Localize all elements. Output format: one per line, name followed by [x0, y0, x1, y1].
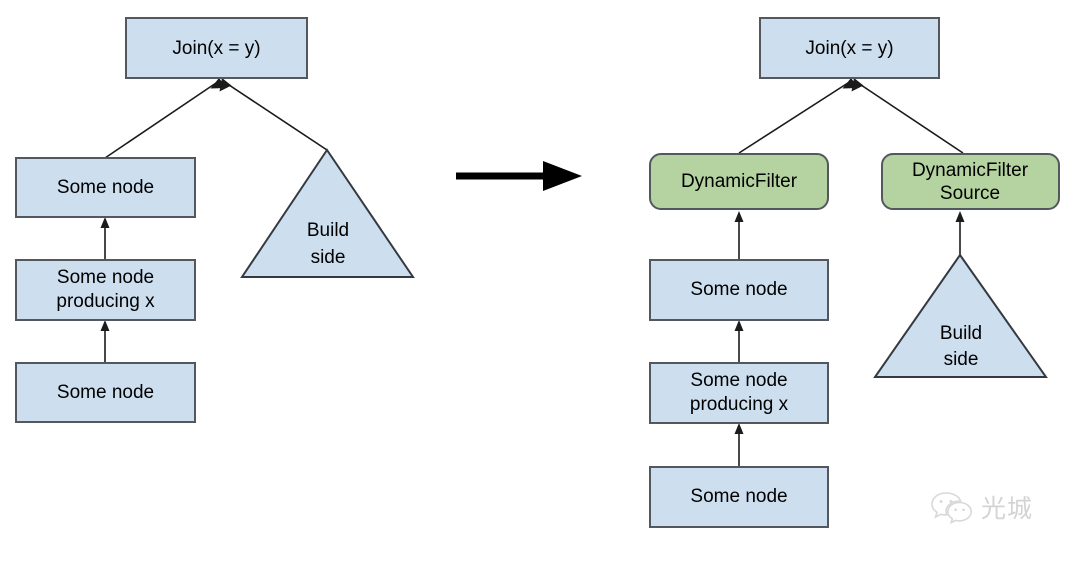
arrowhead-mid-to-top-right	[734, 320, 744, 331]
edge-dynamicfilter-to-join	[738, 80, 852, 154]
arrowhead-bottom-to-mid-right	[734, 423, 744, 434]
edge-build-to-join-left	[222, 80, 328, 151]
dynamic-filter-source-label-line1: DynamicFilter	[912, 160, 1029, 181]
left-probe-mid-node[interactable]: Some node producing x	[15, 259, 196, 321]
left-probe-mid-box[interactable]	[15, 259, 196, 321]
arrowhead-bottom-to-mid-left	[100, 320, 110, 331]
dynamic-filter-source-node[interactable]: DynamicFilter Source	[881, 153, 1060, 210]
left-probe-top-box[interactable]	[15, 157, 196, 218]
left-probe-top-label: Some node	[57, 177, 154, 198]
dynamic-filter-box[interactable]	[649, 153, 829, 210]
left-join-box[interactable]	[125, 17, 308, 79]
left-probe-bottom-box[interactable]	[15, 362, 196, 423]
right-probe-mid-label-line1: Some node	[690, 370, 787, 391]
left-probe-mid-label-line2: producing x	[56, 291, 155, 312]
arrowhead-probe-top-to-dynamicfilter	[734, 211, 744, 222]
transform-arrow-head	[543, 161, 582, 191]
wechat-icon	[931, 492, 973, 525]
right-probe-mid-node[interactable]: Some node producing x	[649, 362, 829, 424]
dynamic-filter-node[interactable]: DynamicFilter	[649, 153, 829, 210]
left-build-side-label-line1: Build	[307, 220, 349, 241]
right-probe-top-label: Some node	[690, 279, 787, 300]
right-probe-mid-label-line2: producing x	[690, 394, 789, 415]
left-join-node[interactable]: Join(x = y)	[125, 17, 308, 79]
arrowhead-dynamicfiltersource-to-join	[851, 78, 864, 92]
right-plan-edges	[734, 78, 965, 467]
left-plan-group: Join(x = y) Some node Some node producin…	[15, 17, 415, 423]
left-probe-bottom-node[interactable]: Some node	[15, 362, 196, 423]
left-probe-bottom-label: Some node	[57, 382, 154, 403]
arrowhead-build-to-dynamicfiltersource	[955, 211, 965, 222]
left-probe-top-node[interactable]: Some node	[15, 157, 196, 218]
right-probe-top-box[interactable]	[649, 259, 829, 321]
right-join-label: Join(x = y)	[805, 38, 893, 59]
left-plan-edges	[100, 78, 328, 363]
arrowhead-mid-to-top-left	[100, 217, 110, 228]
transform-arrow-icon	[456, 161, 582, 191]
left-build-side-triangle[interactable]	[240, 148, 415, 278]
left-build-side-node[interactable]: Build side	[240, 148, 415, 278]
dynamic-filter-source-box[interactable]	[881, 153, 1060, 210]
left-build-side-label-line2: side	[311, 247, 346, 268]
right-join-box[interactable]	[759, 17, 940, 79]
left-join-label: Join(x = y)	[172, 38, 260, 59]
watermark-text: 光城	[981, 493, 1034, 523]
right-probe-bottom-label: Some node	[690, 486, 787, 507]
edge-probe-to-join-left	[104, 80, 220, 159]
right-probe-mid-box[interactable]	[649, 362, 829, 424]
right-plan-group: Join(x = y) DynamicFilter DynamicFilter …	[649, 17, 1060, 528]
left-probe-mid-label-line1: Some node	[57, 267, 154, 288]
dynamic-filter-source-label-line2: Source	[940, 183, 1000, 204]
right-probe-bottom-box[interactable]	[649, 466, 829, 528]
edge-dynamicfiltersource-to-join	[854, 80, 964, 154]
right-build-side-triangle[interactable]	[873, 253, 1048, 378]
right-probe-bottom-node[interactable]: Some node	[649, 466, 829, 528]
watermark: 光城	[930, 490, 1033, 526]
right-build-side-label-line1: Build	[940, 323, 982, 344]
right-probe-top-node[interactable]: Some node	[649, 259, 829, 321]
arrowhead-build-to-join-left	[219, 78, 232, 92]
right-build-side-node[interactable]: Build side	[873, 253, 1048, 378]
right-build-side-label-line2: side	[944, 349, 979, 370]
right-join-node[interactable]: Join(x = y)	[759, 17, 940, 79]
dynamic-filter-label: DynamicFilter	[681, 171, 798, 192]
